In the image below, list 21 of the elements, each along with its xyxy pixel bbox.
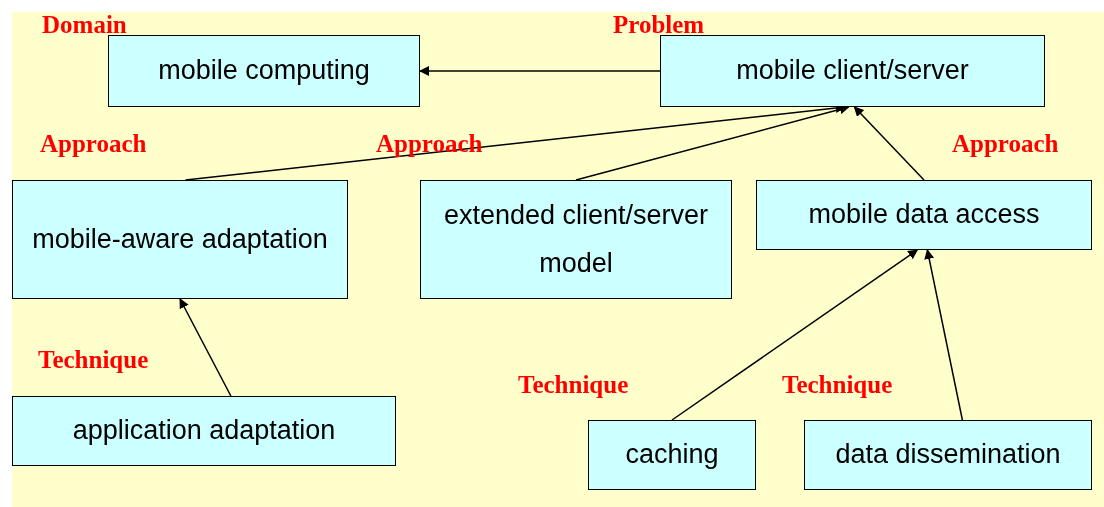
category-label: Domain (42, 12, 127, 37)
arrow (179, 298, 232, 397)
process-box: mobile computing (108, 35, 420, 107)
process-box: extended client/server model (420, 180, 732, 299)
category-label: Problem (613, 12, 705, 37)
process-box: data dissemination (804, 420, 1092, 490)
process-box: mobile client/server (660, 35, 1045, 107)
process-box: mobile data access (756, 180, 1092, 250)
category-label: Technique (518, 372, 629, 397)
category-label: Approach (952, 131, 1059, 156)
category-label: Approach (376, 131, 483, 156)
process-box: mobile-aware adaptation (12, 180, 348, 299)
category-label: Technique (782, 372, 893, 397)
arrow (853, 106, 925, 181)
arrow (419, 66, 661, 76)
category-label: Approach (40, 131, 147, 156)
process-box: caching (588, 420, 756, 490)
process-box: application adaptation (12, 396, 396, 466)
arrow (671, 249, 919, 421)
arrow (924, 249, 964, 421)
category-label: Technique (38, 347, 149, 372)
